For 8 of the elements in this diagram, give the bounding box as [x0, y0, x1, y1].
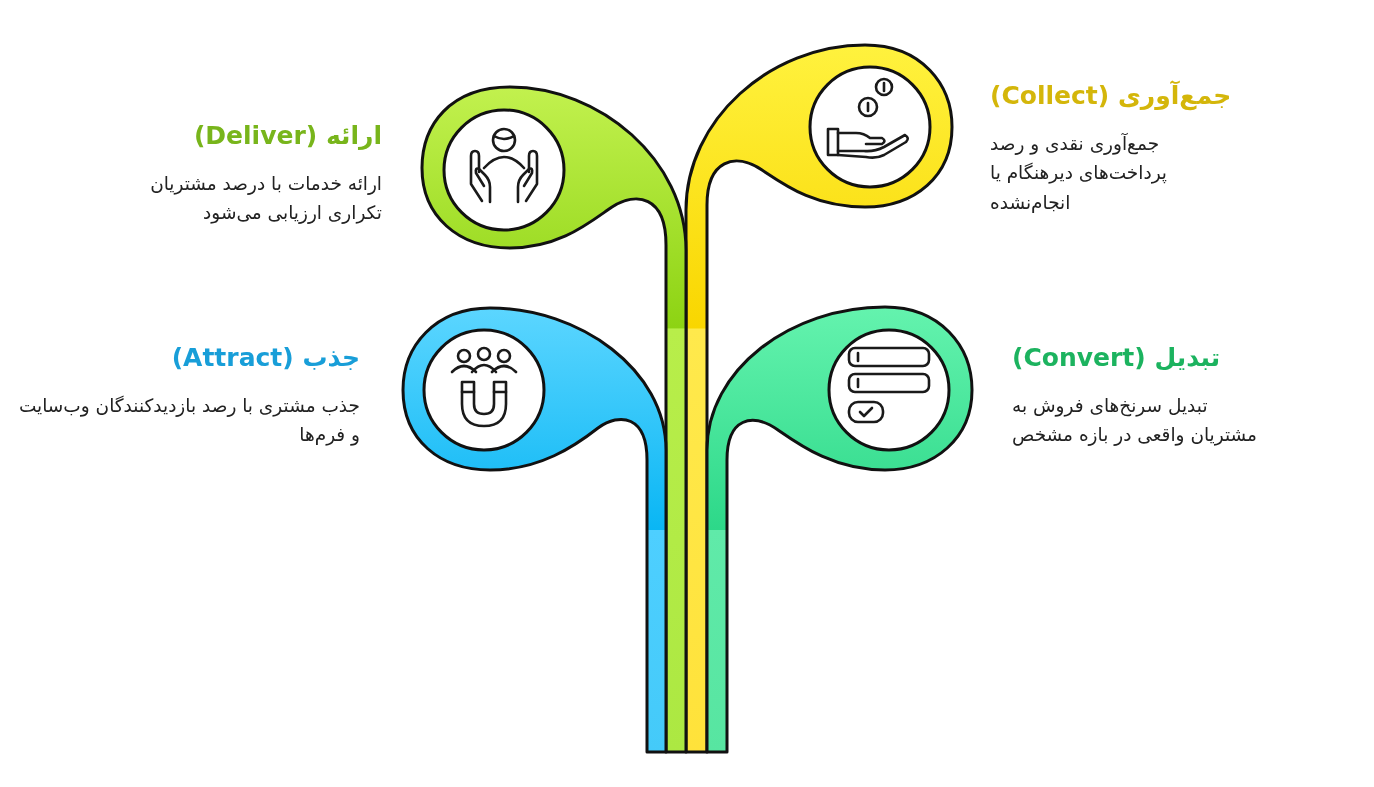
- step-description: جمع‌آوری نقدی و رصد پرداخت‌های دیرهنگام یا انجام‌نشده: [990, 131, 1168, 216]
- step-heading: ارائه (Deliver): [193, 120, 382, 152]
- step-heading: جذب (Attract): [171, 342, 360, 374]
- step-heading: جمع‌آوری (Collect): [990, 80, 1232, 113]
- step-description: جذب مشتری با رصد بازدیدکنندگان وب‌سایت و فرم‌ها: [18, 393, 360, 448]
- step-description: ارائه خدمات با درصد مشتریان تکراری ارزیابی می‌شود: [149, 171, 382, 226]
- step-heading: تبدیل (Convert): [1012, 342, 1221, 374]
- step-description: تبدیل سرنخ‌های فروش به مشتریان واقعی در بازه مشخص: [1012, 393, 1258, 448]
